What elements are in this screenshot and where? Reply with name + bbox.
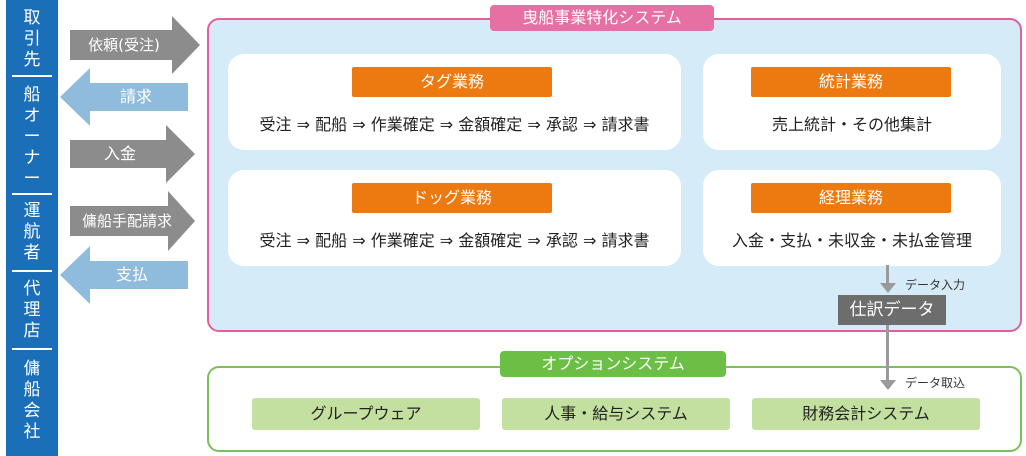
arrow-payment-left bbox=[60, 246, 188, 304]
arrow-down-icon bbox=[880, 283, 896, 293]
arrow-label-request: 依頼(受注) bbox=[88, 36, 160, 54]
card-text-tug-flow: 受注 ⇒ 配船 ⇒ 作業確定 ⇒ 金額確定 ⇒ 承認 ⇒ 請求書 bbox=[259, 115, 650, 134]
partner-label-trading: 取 引 先 bbox=[23, 8, 41, 70]
card-statistics: 統計業務 売上統計・その他集計 bbox=[703, 54, 1001, 150]
main-system-title: 曳船事業特化システム bbox=[490, 5, 714, 31]
partner-divider bbox=[12, 348, 52, 350]
data-import-label: データ取込 bbox=[905, 376, 966, 390]
option-system-panel: グループウェア 人事・給与システム 財務会計システム bbox=[207, 366, 1022, 452]
arrow-label-payment: 支払 bbox=[115, 265, 148, 284]
card-dock-operations: ドッグ業務 受注 ⇒ 配船 ⇒ 作業確定 ⇒ 金額確定 ⇒ 承認 ⇒ 請求書 bbox=[228, 170, 681, 266]
partner-label-operator: 運 航 者 bbox=[23, 201, 41, 263]
partners-column: 取 引 先 船 オ ー ナ ー 運 航 者 代 理 店 傭 船 会 社 bbox=[6, 0, 58, 456]
arrow-label-payment-received: 入金 bbox=[103, 144, 136, 163]
option-hr-payroll: 人事・給与システム bbox=[502, 398, 730, 430]
partner-label-charter: 傭 船 会 社 bbox=[23, 359, 41, 442]
arrow-payment-received-right bbox=[70, 125, 195, 183]
card-text-dock-flow: 受注 ⇒ 配船 ⇒ 作業確定 ⇒ 金額確定 ⇒ 承認 ⇒ 請求書 bbox=[259, 231, 650, 250]
data-input-label: データ入力 bbox=[905, 278, 966, 292]
option-system-title: オプションシステム bbox=[500, 351, 726, 377]
arrow-request-right bbox=[70, 16, 200, 74]
card-title-statistics: 統計業務 bbox=[751, 67, 951, 97]
option-groupware: グループウェア bbox=[252, 398, 480, 430]
partner-divider bbox=[12, 75, 52, 77]
arrow-label-billing: 請求 bbox=[119, 87, 152, 106]
arrow-label-charter-request: 傭船手配請求 bbox=[81, 212, 172, 230]
connector-line bbox=[886, 325, 889, 381]
arrow-down-icon bbox=[880, 380, 896, 390]
card-tug-operations: タグ業務 受注 ⇒ 配船 ⇒ 作業確定 ⇒ 金額確定 ⇒ 承認 ⇒ 請求書 bbox=[228, 54, 681, 150]
connector-line bbox=[886, 265, 889, 285]
partner-divider bbox=[12, 270, 52, 272]
card-text-accounting: 入金・支払・未収金・未払金管理 bbox=[731, 231, 972, 250]
option-financial-accounting: 財務会計システム bbox=[752, 398, 980, 430]
partner-label-agent: 代 理 店 bbox=[23, 279, 41, 341]
arrow-billing-left bbox=[60, 68, 188, 126]
card-title-accounting: 経理業務 bbox=[751, 183, 951, 213]
partner-label-shipowner: 船 オ ー ナ ー bbox=[23, 85, 41, 189]
card-title-tug: タグ業務 bbox=[352, 67, 552, 97]
card-accounting: 経理業務 入金・支払・未収金・未払金管理 bbox=[703, 170, 1001, 266]
tug-business-system-panel: タグ業務 受注 ⇒ 配船 ⇒ 作業確定 ⇒ 金額確定 ⇒ 承認 ⇒ 請求書 統計… bbox=[207, 18, 1022, 332]
arrow-charter-request-right bbox=[70, 191, 195, 251]
partner-divider bbox=[12, 193, 52, 195]
card-title-dock: ドッグ業務 bbox=[352, 183, 552, 213]
journal-data-box: 仕訳データ bbox=[838, 295, 946, 325]
card-text-statistics: 売上統計・その他集計 bbox=[771, 115, 932, 134]
